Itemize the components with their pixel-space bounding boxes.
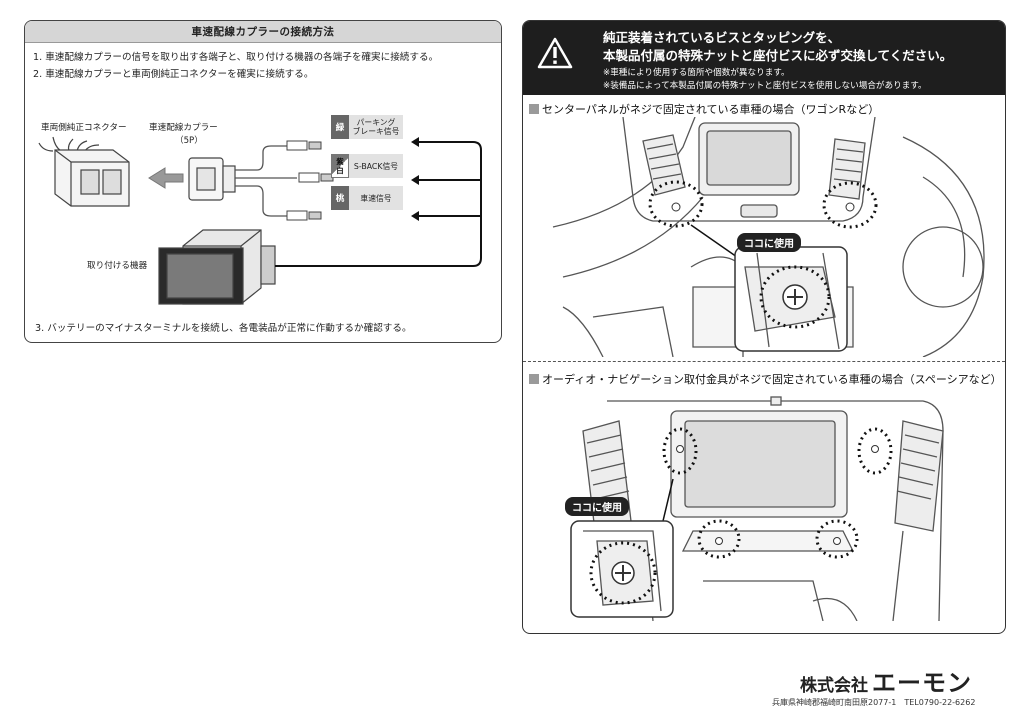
company-address: 兵庫県神崎郡福崎町南田原2077-1 TEL0790-22-6262 [772,698,976,707]
signal-name-parking: パーキング ブレーキ信号 [349,115,403,139]
warning-line-1: 純正装着されているビスとタッピングを、 [603,30,841,45]
signal-parking-brake: 緑 パーキング ブレーキ信号 [331,115,403,139]
signal-wires [235,145,297,217]
use-here-tag-2: ココに使用 [565,497,629,516]
arrowheads [411,137,419,221]
section-2-title-text: オーディオ・ナビゲーション取付金具がネジで固定されている車種の場合（スペーシアな… [542,373,1002,386]
wiring-instructions-panel: 車速配線カプラーの接続方法 1. 車速配線カプラーの信号を取り出す各端子と、取り… [24,20,502,343]
screw-icon [611,561,635,585]
panel-title: 車速配線カプラーの接続方法 [25,21,501,43]
coupler-pins-label: （5P） [175,136,203,146]
warning-header: 純正装着されているビスとタッピングを、 本製品付属の特殊ナットと座付ビスに必ず交… [523,21,1005,95]
coupler-label: 車速配線カプラー [149,123,218,133]
step-1: 1. 車速配線カプラーの信号を取り出す各端子と、取り付ける機器の各端子を確実に接… [33,52,439,63]
wiring-diagram [38,136,482,305]
section-divider [523,361,1005,362]
wire-color-pink: 桃 [331,186,349,210]
signal-speed: 桃 車速信号 [331,186,403,210]
use-here-tag-1: ココに使用 [737,233,801,252]
wire-color-bottom: 白 [336,166,344,175]
company-prefix: 株式会社 [800,676,868,696]
coupler-illustration [188,157,236,201]
terminal-plugs [286,140,334,221]
head-unit-connection-lines [275,141,482,267]
warning-icon [537,37,573,69]
warning-line-2: 本製品付属の特殊ナットと座付ビスに必ず交換してください。 [603,48,953,63]
section-1-title: センターパネルがネジで固定されている車種の場合（ワゴンRなど） [529,101,879,117]
screw-replacement-panel: 純正装着されているビスとタッピングを、 本製品付属の特殊ナットと座付ビスに必ず交… [522,20,1006,634]
warning-note-2: ※装備品によって本製品付属の特殊ナットと座付ビスを使用しない場合があります。 [603,81,927,91]
signal-name-sback: S-BACK信号 [349,154,403,178]
vehicle-connector-label: 車両側純正コネクター [41,123,127,133]
section-1-title-text: センターパネルがネジで固定されている車種の場合（ワゴンRなど） [542,103,880,116]
wire-color-purple-white: 紫 白 [331,154,349,178]
warning-note-1: ※車種により使用する箇所や個数が異なります。 [603,68,790,78]
center-panel-illustration [552,117,985,357]
step-3: 3. バッテリーのマイナスターミナルを接続し、各電装品が正常に作動するか確認する… [35,323,412,334]
wire-color-green: 緑 [331,115,349,139]
company-name: エーモン [872,669,972,697]
company-logo: 株式会社エーモン [800,663,972,698]
device-label: 取り付ける機器 [87,261,148,271]
step-2: 2. 車速配線カプラーと車両側純正コネクターを確実に接続する。 [33,69,314,80]
section-2-title: オーディオ・ナビゲーション取付金具がネジで固定されている車種の場合（スペーシアな… [529,371,1002,387]
head-unit-illustration [158,229,276,305]
wire-color-top: 紫 [336,157,344,166]
steps-list: 1. 車速配線カプラーの信号を取り出す各端子と、取り付ける機器の各端子を確実に接… [25,43,501,83]
signal-s-back: 紫 白 S-BACK信号 [331,154,403,178]
signal-name-speed: 車速信号 [349,186,403,210]
vehicle-connector-illustration [38,136,130,207]
screw-icon [782,284,808,310]
